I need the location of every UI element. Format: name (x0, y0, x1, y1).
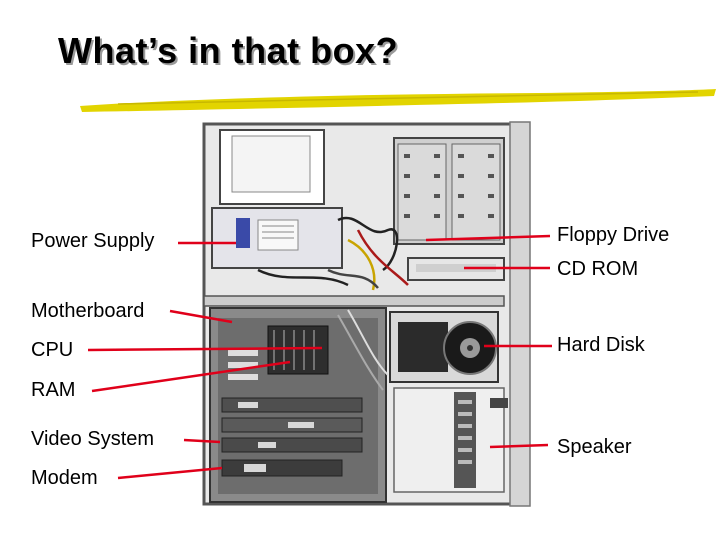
title-underline-brush (80, 89, 716, 112)
label-cd-rom: CD ROM (557, 258, 639, 280)
label-hard-disk: Hard Disk (557, 334, 645, 356)
label-ram: RAM (31, 379, 76, 401)
slide-title: What’s in that box? (58, 30, 399, 71)
label-motherboard: Motherboard (31, 300, 145, 322)
label-speaker: Speaker (557, 436, 632, 458)
label-cpu: CPU (31, 339, 74, 361)
label-video-system: Video System (31, 428, 155, 450)
computer-internals-photo (202, 121, 531, 507)
label-power-supply: Power Supply (31, 230, 155, 252)
label-modem: Modem (31, 467, 98, 489)
label-floppy-drive: Floppy Drive (557, 224, 670, 246)
